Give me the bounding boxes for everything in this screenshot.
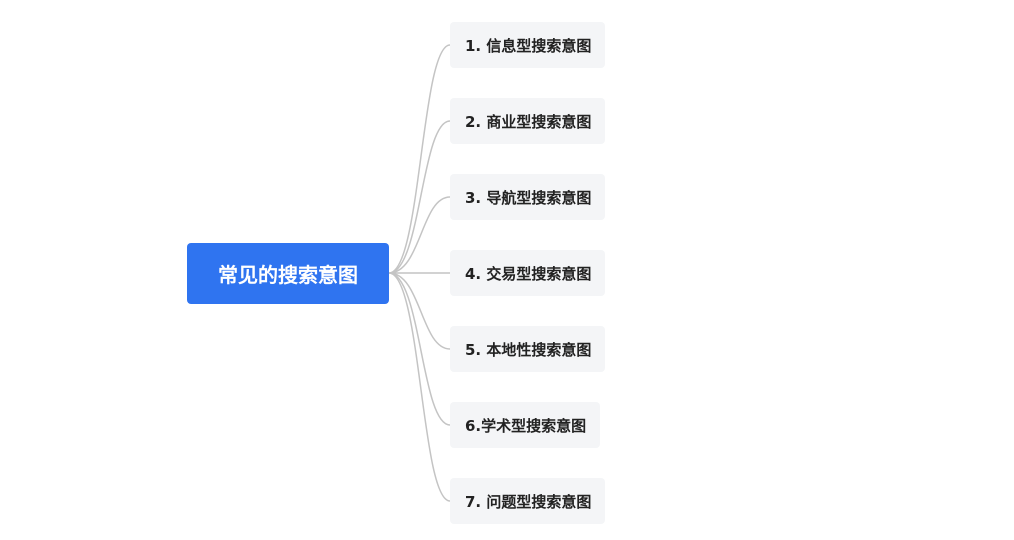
connector-2 [388, 120, 451, 274]
connector-7 [388, 272, 451, 502]
child-node-4[interactable]: 4. 交易型搜索意图 [450, 250, 606, 296]
connector-5 [388, 272, 451, 350]
connector-1 [388, 44, 451, 274]
connector-3 [388, 196, 451, 274]
child-node-6[interactable]: 6.学术型搜索意图 [450, 402, 601, 448]
child-node-5[interactable]: 5. 本地性搜索意图 [450, 326, 606, 372]
root-node[interactable]: 常见的搜索意图 [187, 243, 389, 304]
connector-6 [388, 272, 451, 426]
child-node-7[interactable]: 7. 问题型搜索意图 [450, 478, 606, 524]
child-node-2[interactable]: 2. 商业型搜索意图 [450, 98, 606, 144]
child-node-1[interactable]: 1. 信息型搜索意图 [450, 22, 606, 68]
child-node-3[interactable]: 3. 导航型搜索意图 [450, 174, 606, 220]
